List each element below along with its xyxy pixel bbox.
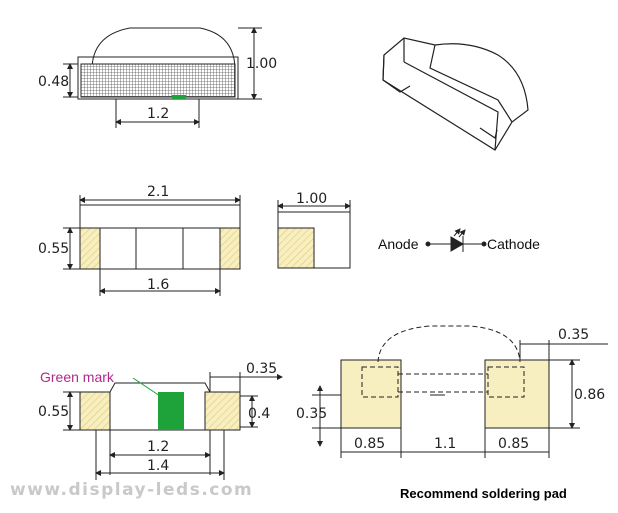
pad-width-right-dim: 0.85 (498, 436, 529, 452)
anode-label: Anode (378, 236, 419, 252)
solder-pad-left (340, 359, 402, 429)
bottom-outer-dim: 1.4 (147, 458, 169, 474)
top-view (63, 27, 262, 128)
bottom-pad-height-dim: 0.4 (248, 406, 270, 422)
cathode-label: Cathode (487, 236, 540, 252)
bottom-pad-right (204, 391, 241, 431)
soldering-pad-caption: Recommend soldering pad (400, 486, 567, 501)
top-height-dim: 0.48 (38, 74, 69, 90)
solder-pad-right (484, 359, 550, 429)
pad-gap-dim: 0.35 (296, 406, 327, 422)
pad-spacing-dim: 1.1 (434, 436, 456, 452)
side-pad-left (79, 227, 101, 270)
bottom-pad-dim: 0.35 (246, 361, 277, 377)
isometric-view (382, 37, 529, 151)
bottom-height-dim: 0.55 (38, 404, 69, 420)
pad-top-dim: 0.35 (558, 327, 589, 343)
lens-dome (91, 27, 236, 71)
end-view (277, 200, 351, 269)
side-height-dim: 0.55 (38, 241, 69, 257)
side-pad-right (219, 227, 241, 270)
top-total-height-dim: 1.00 (246, 56, 277, 72)
end-width-dim: 1.00 (296, 191, 327, 207)
side-length-dim: 2.1 (147, 184, 169, 200)
side-inner-dim: 1.6 (147, 277, 169, 293)
green-mark (158, 392, 184, 430)
top-green-mark (172, 95, 186, 99)
watermark: www.display-leds.com (10, 480, 254, 500)
end-pad (277, 227, 315, 269)
pad-height-dim: 0.86 (574, 387, 605, 403)
top-body-outline (77, 56, 239, 100)
top-lens-width-dim: 1.2 (147, 106, 169, 122)
soldering-pad (312, 325, 608, 458)
bottom-inner-dim: 1.2 (147, 439, 169, 455)
pad-width-left-dim: 0.85 (354, 436, 385, 452)
diode-symbol (425, 228, 487, 252)
bottom-view (63, 372, 283, 480)
lens-grid (80, 63, 236, 98)
bottom-pad-left (79, 391, 111, 431)
green-mark-label: Green mark (40, 369, 115, 385)
side-view (63, 195, 241, 296)
